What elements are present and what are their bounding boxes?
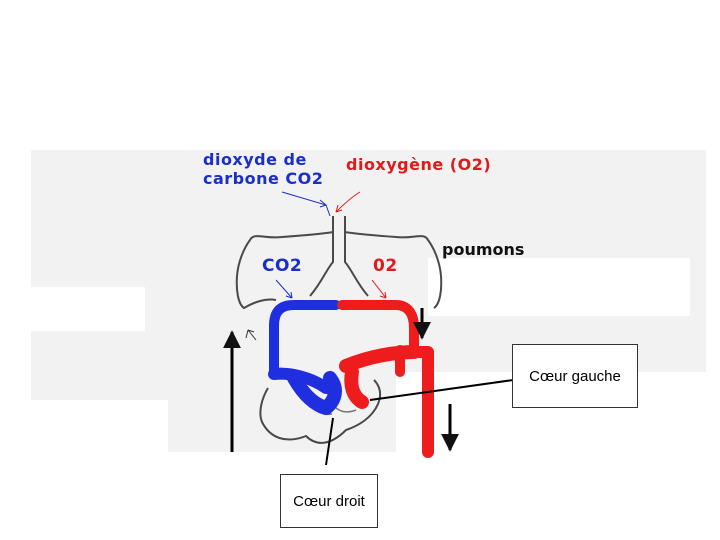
co2-title-line1: dioxyde de	[203, 150, 307, 169]
right-heart-callout-label: Cœur droit	[293, 492, 365, 510]
label-pointers	[245, 191, 387, 341]
blue-blood-vessel	[268, 300, 342, 415]
lungs-outline	[235, 216, 443, 310]
right-heart-callout: Cœur droit	[280, 474, 378, 528]
background-panel-left	[31, 330, 171, 400]
left-heart-callout-label: Cœur gauche	[529, 367, 621, 385]
flow-direction-arrows	[223, 308, 459, 452]
heart-outline	[259, 379, 382, 444]
co2-title-line2: carbone CO2	[203, 169, 324, 188]
co2-short-label: CO2	[262, 256, 303, 276]
right-heart-leader-line	[325, 417, 334, 466]
red-blood-vessel	[337, 300, 434, 458]
left-heart-leader-line	[369, 379, 514, 401]
o2-short-label: 02	[373, 256, 398, 276]
blank-box-right	[428, 258, 690, 316]
blank-box-left	[31, 287, 145, 331]
o2-title: dioxygène (O2)	[346, 155, 492, 174]
lungs-label: poumons	[442, 240, 525, 259]
left-heart-callout: Cœur gauche	[512, 344, 638, 408]
